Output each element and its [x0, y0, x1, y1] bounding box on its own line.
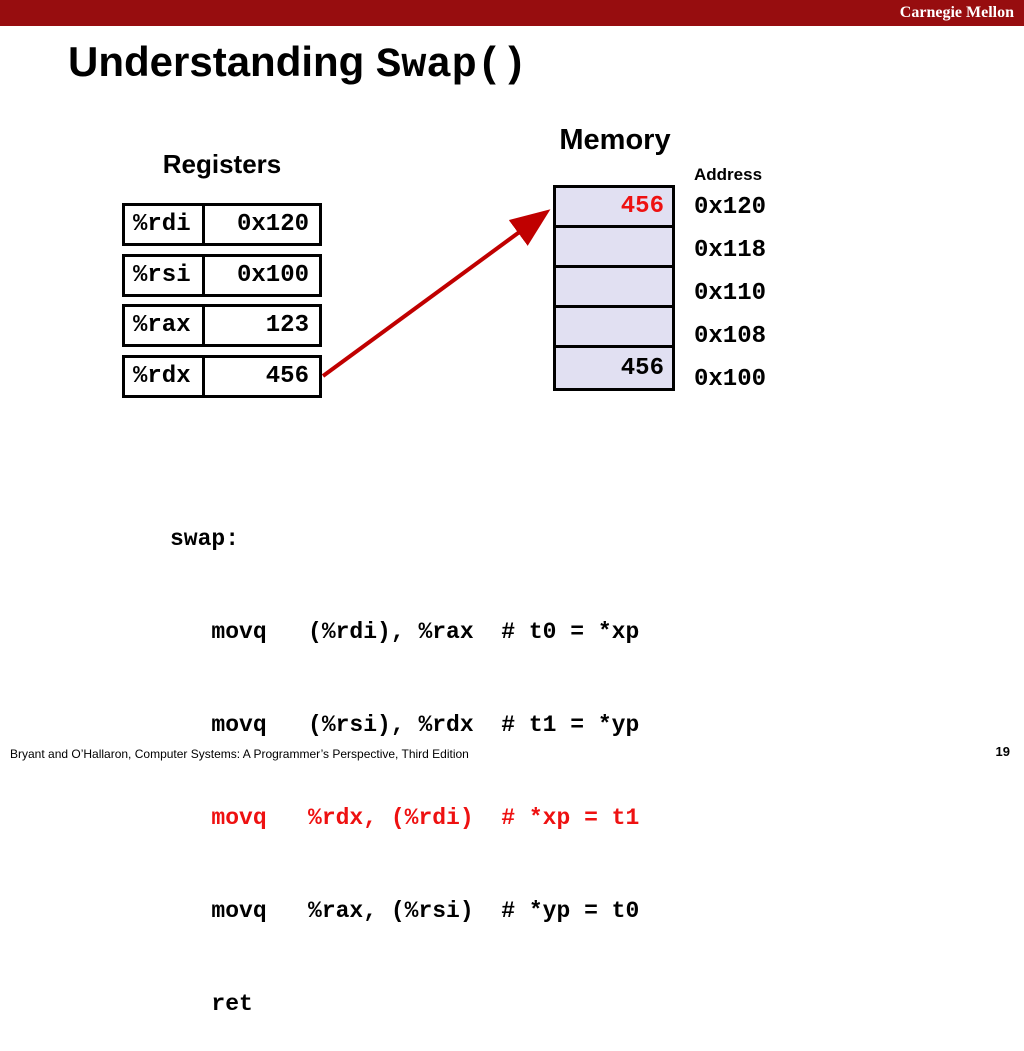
- register-row-rdx: %rdx 456: [122, 355, 322, 398]
- address-label: 0x120: [694, 194, 767, 221]
- page-title-text: Understanding: [68, 38, 377, 85]
- code-line: movq %rdx, (%rdi) # *xp = t1: [170, 805, 640, 831]
- register-name: %rdi: [125, 206, 205, 243]
- register-value: 0x100: [236, 262, 309, 289]
- code-line: movq (%rdi), %rax # t0 = *xp: [170, 619, 640, 645]
- address-label: 0x100: [694, 366, 767, 393]
- code-line: movq (%rsi), %rdx # t1 = *yp: [170, 712, 640, 738]
- memory-cell-0x100: 456: [556, 348, 672, 388]
- register-value: 123: [265, 312, 309, 339]
- page-title-code: Swap(): [376, 41, 528, 89]
- code-line: swap:: [170, 526, 240, 552]
- brand-carnegie-mellon: Carnegie Mellon: [899, 4, 1014, 21]
- memory-cell-0x110: [556, 268, 672, 308]
- memory-heading: Memory: [559, 124, 671, 156]
- register-name: %rdx: [125, 358, 205, 395]
- memory-cell-0x120: 456: [556, 188, 672, 228]
- register-name: %rsi: [125, 257, 205, 294]
- top-bar: Carnegie Mellon: [0, 0, 1024, 26]
- code-line: movq %rax, (%rsi) # *yp = t0: [170, 898, 640, 924]
- registers-heading: Registers: [162, 149, 282, 179]
- memory-cell-value: 456: [620, 193, 664, 220]
- register-name: %rax: [125, 307, 205, 344]
- swap-arrow-line: [321, 209, 551, 378]
- register-value: 0x120: [236, 211, 309, 238]
- memory-cell-value: 456: [620, 354, 664, 382]
- register-value: 456: [265, 363, 309, 390]
- page-number: 19: [995, 744, 1010, 759]
- address-column-label: Address: [694, 165, 763, 184]
- page-title: Understanding Swap(): [68, 38, 527, 89]
- memory-cell-0x108: [556, 308, 672, 348]
- memory-stack: 456 456: [553, 185, 675, 391]
- register-row-rax: %rax 123: [122, 304, 322, 347]
- code-line: ret: [170, 991, 253, 1017]
- address-label: 0x110: [694, 280, 767, 307]
- address-label: 0x108: [694, 323, 767, 350]
- memory-cell-0x118: [556, 228, 672, 268]
- address-list: 0x120 0x118 0x110 0x108 0x100: [694, 186, 766, 401]
- register-row-rdi: %rdi 0x120: [122, 203, 322, 246]
- address-label: 0x118: [694, 237, 767, 264]
- footer-citation: Bryant and O’Hallaron, Computer Systems:…: [10, 747, 469, 761]
- register-row-rsi: %rsi 0x100: [122, 254, 322, 297]
